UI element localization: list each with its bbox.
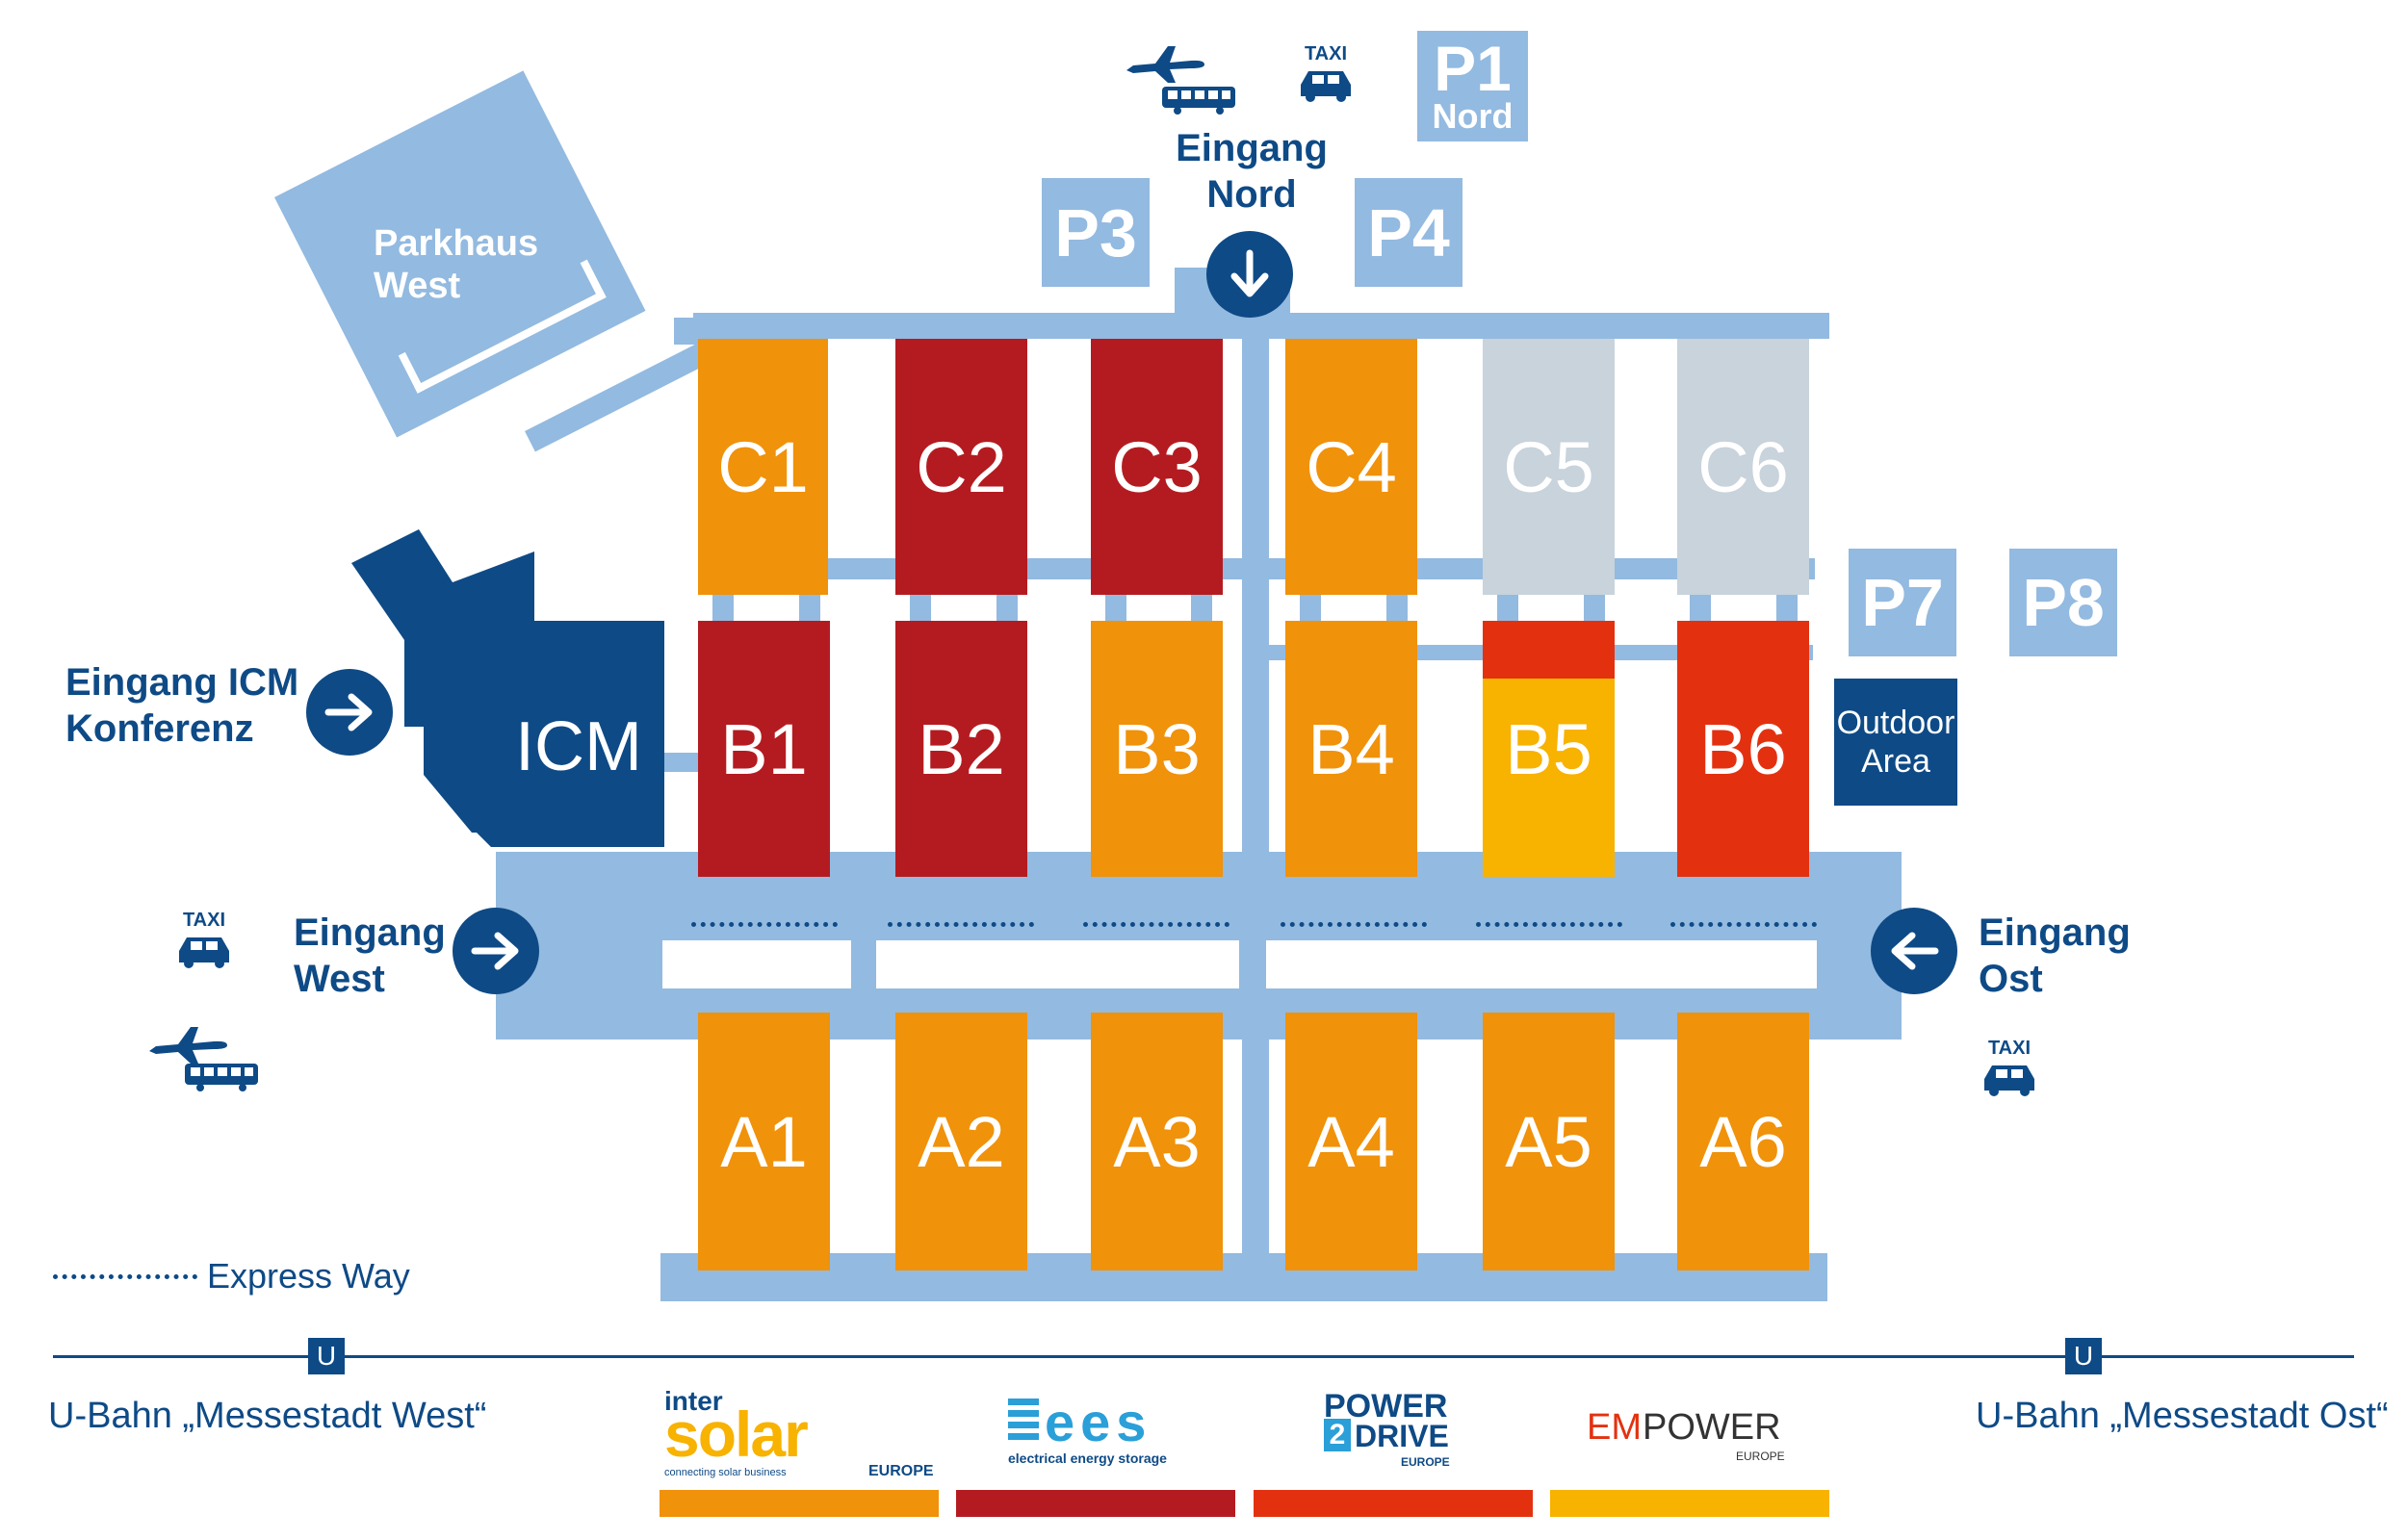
taxi-label: TAXI (182, 910, 226, 931)
arrow-right-icon (324, 693, 373, 732)
north-entrance-label: Eingang Nord (1176, 127, 1328, 216)
arrow-down-icon (1230, 249, 1269, 297)
parkhaus-west: Parkhaus West (274, 70, 646, 438)
arrow-left-icon (1891, 932, 1939, 970)
bus-icon (185, 1064, 258, 1091)
hall-a3[interactable]: A3 (1091, 1013, 1223, 1270)
hall-c5[interactable]: C5 (1483, 339, 1615, 595)
power2drive-logo[interactable]: POWER 2 DRIVE EUROPE (1324, 1388, 1450, 1469)
legend-dots (53, 1273, 197, 1279)
airplane-icon (1126, 46, 1204, 83)
ubahn-line (53, 1355, 2354, 1358)
hall-b5-cap (1483, 621, 1615, 679)
empower-logo[interactable]: EM POWER EUROPE (1587, 1407, 1785, 1463)
arrow-right-icon (471, 932, 519, 970)
taxi-icon (179, 937, 229, 968)
hall-a2[interactable]: A2 (895, 1013, 1027, 1270)
hall-a1[interactable]: A1 (698, 1013, 830, 1270)
intersolar-color-bar (660, 1490, 939, 1517)
taxi-icon (1984, 1065, 2034, 1096)
taxi-east: TAXI (1979, 1038, 2040, 1103)
taxi-label: TAXI (1987, 1038, 2032, 1059)
hall-c6[interactable]: C6 (1677, 339, 1809, 595)
taxi-label: TAXI (1304, 43, 1348, 64)
hall-b1[interactable]: B1 (698, 621, 830, 877)
taxi-icon (1301, 71, 1351, 102)
legend-express-way: Express Way (53, 1256, 410, 1296)
airplane-icon (149, 1027, 227, 1064)
hall-c1[interactable]: C1 (698, 339, 828, 595)
hall-b3[interactable]: B3 (1091, 621, 1223, 877)
parkhaus-label: Parkhaus West (374, 223, 539, 307)
intersolar-logo[interactable]: inter solar connecting solar business EU… (664, 1386, 934, 1479)
ubahn-east-symbol: U (2065, 1338, 2102, 1374)
hall-a6[interactable]: A6 (1677, 1013, 1809, 1270)
bus-icon (1162, 87, 1235, 115)
hall-b5-label: B5 (1505, 708, 1592, 789)
ubahn-west-label: U-Bahn „Messestadt West“ (48, 1396, 487, 1436)
outdoor-area[interactable]: Outdoor Area (1834, 679, 1957, 806)
power2drive-color-bar (1254, 1490, 1533, 1517)
hall-a4[interactable]: A4 (1285, 1013, 1417, 1270)
east-entrance-arrow[interactable] (1871, 908, 1957, 994)
north-entrance-arrow[interactable] (1206, 231, 1293, 318)
taxi-north: TAXI (1295, 43, 1357, 109)
east-entrance-label: Eingang Ost (1979, 911, 2131, 1000)
icm-building (351, 529, 664, 847)
parking-p4[interactable]: P4 (1355, 178, 1462, 287)
hall-a5[interactable]: A5 (1483, 1013, 1615, 1270)
parking-p3[interactable]: P3 (1042, 178, 1150, 287)
parking-p8[interactable]: P8 (2009, 549, 2117, 656)
ubahn-west-symbol: U (308, 1338, 345, 1374)
hall-b5[interactable]: B5 (1483, 621, 1615, 877)
ubahn-east-label: U-Bahn „Messestadt Ost“ (1976, 1396, 2389, 1436)
hall-b4[interactable]: B4 (1285, 621, 1417, 877)
icm-entrance-label: Eingang ICM Konferenz (65, 661, 299, 750)
legend-express-way-label: Express Way (207, 1256, 410, 1296)
hall-b2[interactable]: B2 (895, 621, 1027, 877)
parking-p1-nord[interactable]: P1 Nord (1417, 31, 1528, 141)
icm-entrance-arrow[interactable] (306, 669, 393, 756)
hall-c4[interactable]: C4 (1285, 339, 1417, 595)
hall-c3[interactable]: C3 (1091, 339, 1223, 595)
icm-label: ICM (515, 708, 642, 785)
ees-color-bar (956, 1490, 1235, 1517)
ees-logo[interactable]: ees electrical energy storage (1008, 1392, 1167, 1466)
empower-color-bar (1550, 1490, 1829, 1517)
hall-c2[interactable]: C2 (895, 339, 1027, 595)
taxi-west: TAXI (173, 910, 235, 975)
west-entrance-arrow[interactable] (453, 908, 539, 994)
parking-p7[interactable]: P7 (1849, 549, 1956, 656)
ees-lines-graphic (1008, 1399, 1039, 1441)
west-entrance-label: Eingang West (294, 911, 446, 1000)
hall-b6[interactable]: B6 (1677, 621, 1809, 877)
